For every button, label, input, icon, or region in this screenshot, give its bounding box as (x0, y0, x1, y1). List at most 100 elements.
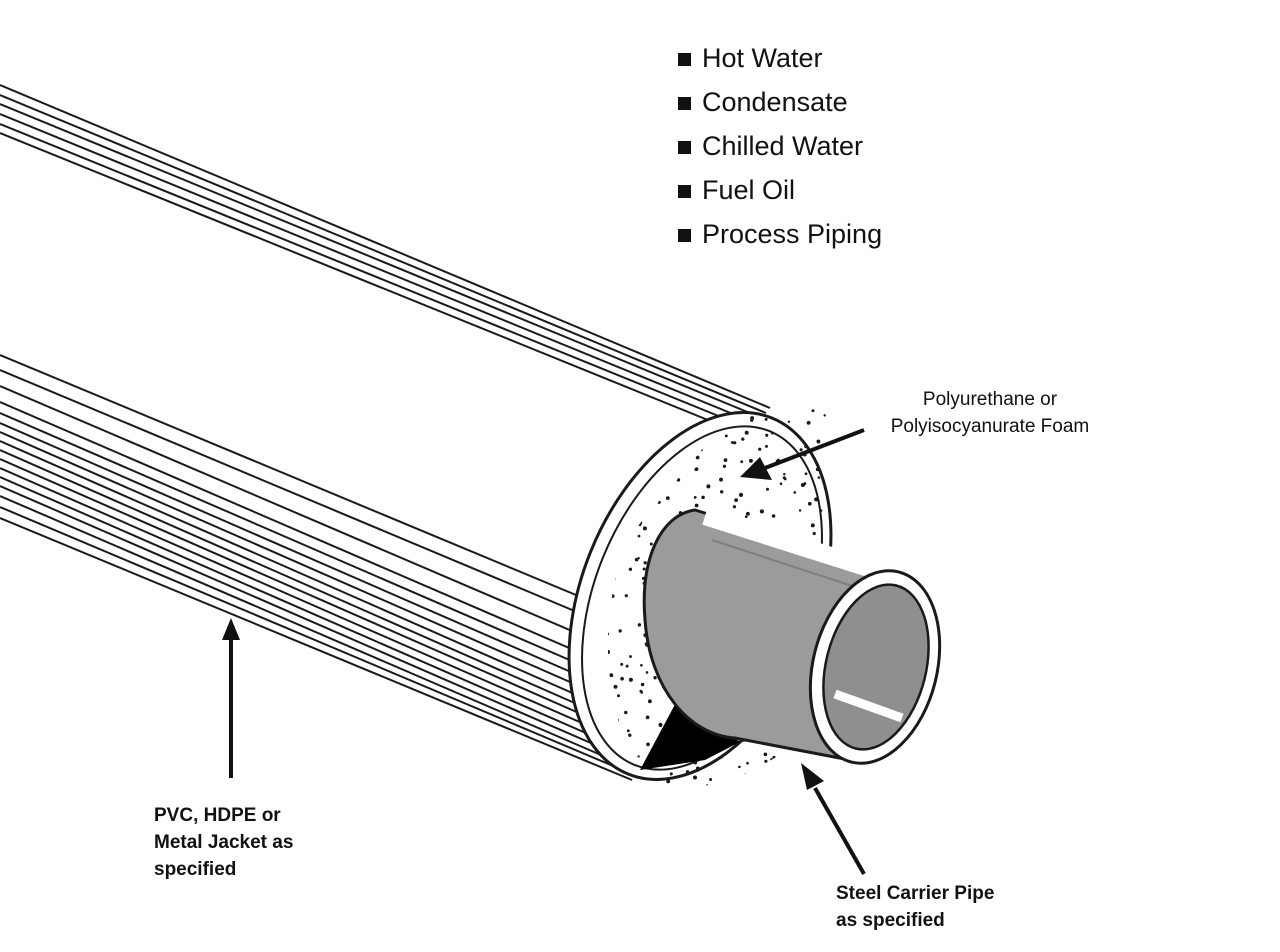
foam-speckle (748, 458, 753, 463)
steel-callout: Steel Carrier Pipe as specified (836, 880, 1056, 934)
foam-speckle (806, 420, 811, 425)
foam-speckle (745, 511, 750, 516)
foam-speckle (685, 770, 690, 774)
foam-speckle (815, 760, 820, 765)
foam-speckle (649, 542, 653, 546)
foam-speckle (785, 770, 789, 775)
foam-speckle (770, 432, 774, 435)
foam-speckle (779, 783, 784, 787)
foam-speckle (665, 496, 670, 500)
foam-speckle (804, 445, 807, 449)
foam-speckle (626, 729, 630, 733)
foam-speckle (817, 476, 821, 479)
jacket-callout-line: Metal Jacket as (154, 832, 294, 853)
foam-speckle (629, 655, 632, 658)
bullet-square-icon (678, 228, 691, 242)
foam-speckle (741, 437, 745, 441)
jacket-callout-line: specified (154, 859, 237, 880)
foam-speckle (816, 439, 821, 444)
foam-speckle (628, 677, 633, 682)
steel-callout-line: as specified (836, 910, 945, 931)
foam-speckle (743, 773, 748, 778)
list-item: Fuel Oil (678, 168, 882, 212)
foam-speckle (628, 733, 632, 737)
foam-speckle (763, 752, 768, 757)
foam-speckle (819, 509, 823, 512)
foam-speckle (810, 523, 815, 528)
steel-callout-line: Steel Carrier Pipe (836, 883, 995, 904)
foam-speckle (793, 491, 797, 494)
foam-speckle (723, 458, 728, 462)
foam-speckle (695, 768, 699, 772)
foam-speckle (666, 779, 671, 784)
foam-speckle (647, 699, 652, 704)
foam-speckle (613, 684, 618, 689)
foam-speckle (607, 632, 610, 636)
foam-speckle (618, 629, 622, 633)
foam-speckle (640, 663, 643, 667)
foam-speckle (753, 780, 756, 784)
foam-speckle (807, 501, 812, 506)
foam-speckle (589, 783, 592, 786)
foam-speckle (620, 662, 624, 666)
foam-speckle (637, 755, 640, 758)
foam-speckle (639, 689, 643, 693)
jacket-arrow (222, 618, 240, 778)
foam-callout-line: Polyisocyanurate Foam (890, 416, 1090, 437)
foam-speckle (772, 755, 776, 760)
foam-speckle (720, 755, 724, 759)
foam-speckle (694, 503, 699, 508)
foam-speckle (637, 556, 640, 560)
foam-speckle (709, 778, 713, 781)
foam-speckle (783, 472, 786, 476)
jacket-callout: PVC, HDPE or Metal Jacket as specified (154, 802, 354, 883)
foam-speckle (616, 694, 621, 698)
application-label: Condensate (702, 87, 848, 117)
foam-shadow (640, 695, 740, 770)
bullet-square-icon (678, 52, 691, 66)
foam-speckle (788, 753, 793, 758)
foam-speckle (815, 467, 820, 472)
foam-speckle (734, 498, 738, 502)
foam-speckle (676, 478, 681, 482)
foam-speckle (669, 772, 673, 776)
foam-speckle (658, 722, 663, 727)
foam-speckle (765, 487, 770, 491)
foam-speckle (643, 561, 647, 565)
foam-speckle (771, 514, 776, 518)
foam-callout-line: Polyurethane or (922, 389, 1058, 410)
foam-speckle (796, 768, 800, 772)
foam-speckle (799, 448, 803, 452)
foam-speckle (814, 497, 819, 502)
foam-speckle (740, 460, 744, 464)
foam-speckle (738, 492, 744, 497)
application-label: Process Piping (702, 219, 883, 249)
foam-speckle (764, 417, 768, 421)
foam-speckle (719, 477, 723, 482)
foam-speckle (645, 671, 649, 674)
foam-speckle (620, 676, 624, 681)
foam-speckle (640, 682, 645, 687)
foam-speckle (701, 495, 705, 500)
bullet-square-icon (678, 184, 691, 198)
foam-speckle (764, 759, 768, 763)
applications-list: Hot Water Condensate Chilled Water Fuel … (678, 36, 882, 256)
foam-speckle (719, 490, 724, 494)
foam-speckle (637, 623, 642, 627)
foam-speckle (732, 505, 737, 509)
foam-speckle (769, 776, 773, 780)
steel-arrow (801, 763, 866, 875)
steel-carrier-pipe (642, 507, 942, 765)
application-label: Hot Water (702, 43, 823, 73)
foam-speckle (624, 594, 628, 598)
foam-speckle (770, 758, 773, 761)
foam-speckle (625, 664, 629, 668)
application-label: Fuel Oil (702, 175, 796, 205)
foam-speckle (724, 434, 728, 438)
foam-speckle (694, 467, 699, 471)
foam-arrow (740, 428, 865, 480)
foam-speckle (758, 447, 762, 451)
foam-speckle (798, 509, 802, 512)
foam-speckle (823, 414, 826, 417)
